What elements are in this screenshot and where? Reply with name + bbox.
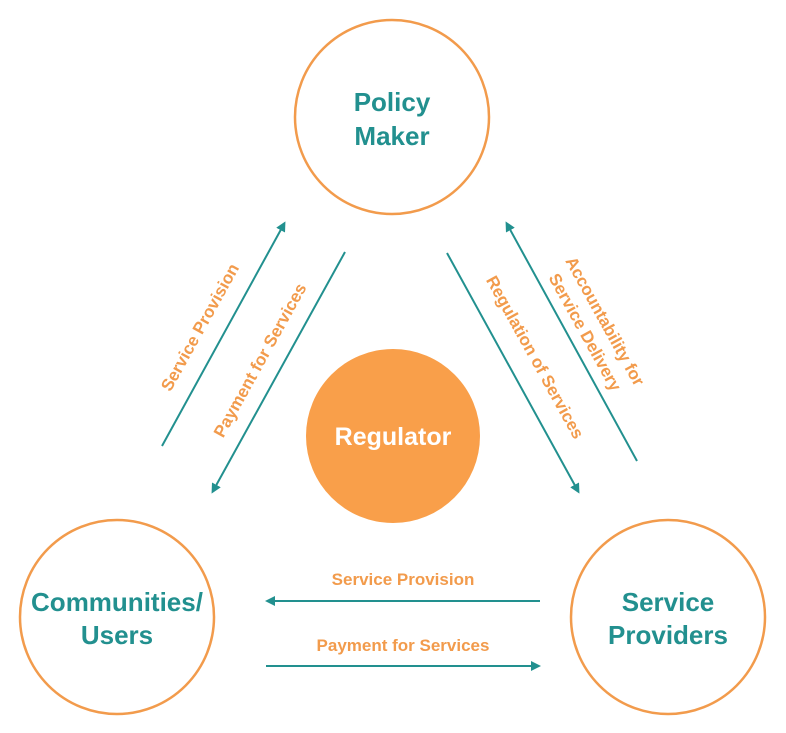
arrow-left-up [161,221,286,447]
regulator-label: Regulator [335,423,452,451]
policy-maker-node: Policy Maker [293,18,491,216]
communities-label-line1: Communities/ [31,587,203,617]
policy-maker-label-line1: Policy [354,87,431,117]
arrow-right-down [446,252,580,494]
edge-label-bottom-left: Service Provision [332,570,475,589]
policy-maker-circle [293,18,491,216]
edge-label-bottom-right: Payment for Services [317,636,490,655]
communities-label-line2: Users [81,620,153,650]
edge-label-left-down: Payment for Services [210,280,310,440]
providers-node: Service Providers [569,518,767,716]
regulator-circle [306,349,480,523]
providers-label-line1: Service [622,587,715,617]
edge-label-left-up: Service Provision [157,260,243,394]
policy-maker-label-line2: Maker [354,121,429,151]
regulator-node: Regulator [306,349,480,523]
providers-circle [569,518,767,716]
providers-label-line2: Providers [608,620,728,650]
arrow-left-down [211,251,346,494]
arrow-right-up [505,221,638,462]
communities-node: Communities/ Users [18,518,216,716]
communities-circle [18,518,216,716]
